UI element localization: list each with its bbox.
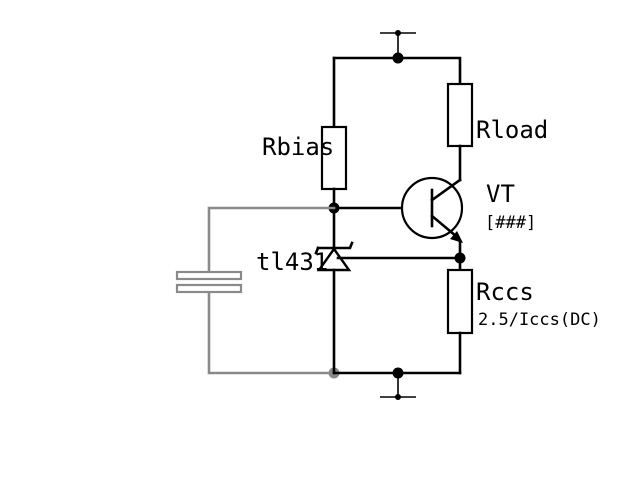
rccs-value-label: 2.5/Iccs(DC) [478, 310, 601, 330]
rload-resistor [446, 82, 474, 148]
rccs-resistor [446, 268, 474, 335]
rbias-resistor [320, 125, 348, 191]
rbias-label: Rbias [262, 133, 334, 161]
top-rail [332, 56, 462, 86]
transistor-part-label: [###] [485, 213, 536, 233]
rload-label: Rload [476, 116, 548, 144]
capacitor [175, 270, 243, 294]
capacitor-loop-wire [207, 206, 336, 375]
top-rail-junction [392, 52, 404, 64]
rccs-label: Rccs [476, 278, 534, 306]
tl431-label: tl431 [256, 248, 328, 276]
emitter-junction [454, 252, 466, 264]
bottom-terminal [380, 373, 416, 400]
transistor-name-label: VT [486, 180, 515, 208]
transistor-vt [400, 176, 464, 243]
